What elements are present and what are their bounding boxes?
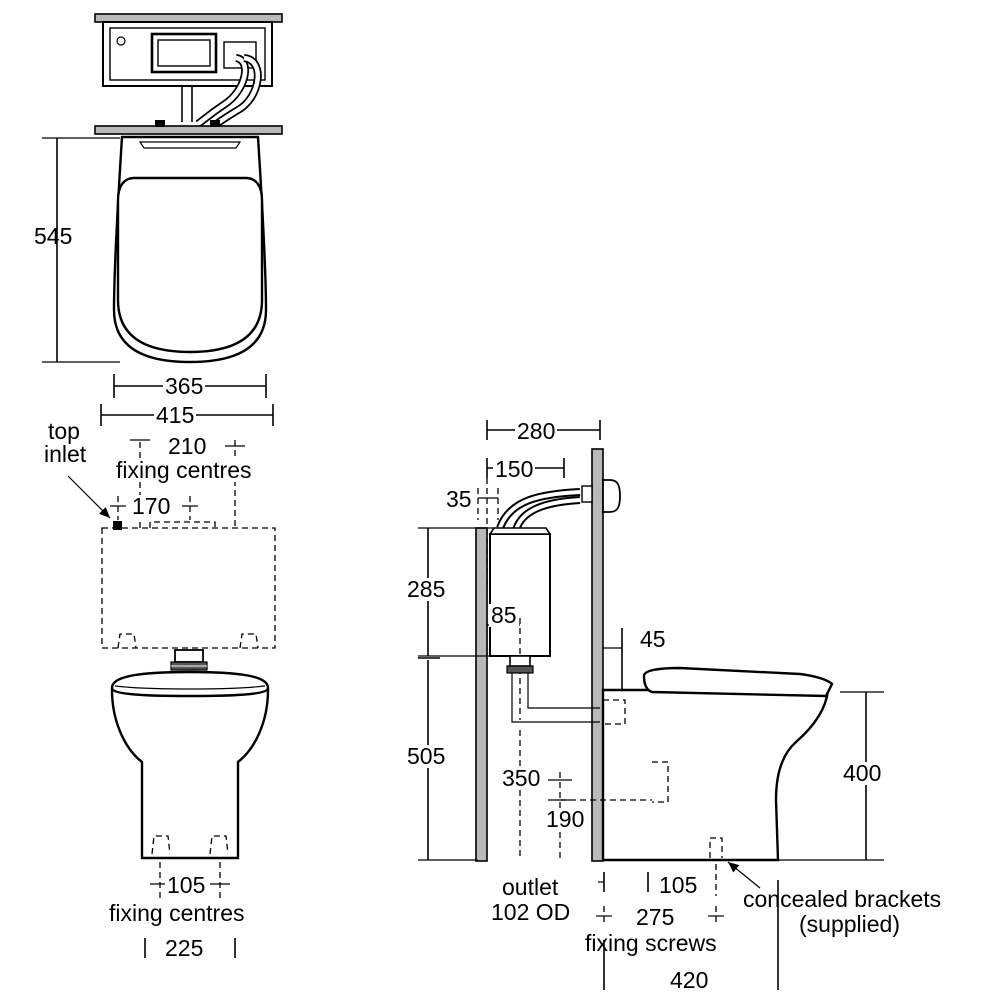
label-fixing-centres-top: fixing centres xyxy=(114,457,254,483)
cistern-side xyxy=(489,533,551,657)
dim-fixing-210: 210 xyxy=(166,433,209,459)
side-view xyxy=(418,420,884,990)
label-fixing-screws: fixing screws xyxy=(585,930,717,956)
label-outlet-line2: 102 OD xyxy=(491,899,571,925)
dim-height-285: 285 xyxy=(405,576,448,602)
dim-depth-150: 150 xyxy=(493,456,536,482)
label-supplied: (supplied) xyxy=(799,911,900,937)
dim-height-400: 400 xyxy=(841,760,884,786)
frame-wall-front xyxy=(591,448,604,862)
dim-fixing-275: 275 xyxy=(634,904,677,930)
plan-wall-bottom xyxy=(94,125,283,135)
dim-depth-85: 85 xyxy=(489,602,519,628)
dim-width-225: 225 xyxy=(163,935,206,961)
label-top-inlet-line1: top xyxy=(48,418,80,444)
dim-depth-45: 45 xyxy=(640,626,666,652)
dim-depth-420: 420 xyxy=(668,967,711,993)
dim-height-190: 190 xyxy=(544,806,587,832)
plan-view xyxy=(42,13,283,426)
dim-fixing-105-front: 105 xyxy=(165,872,208,898)
label-outlet-line1: outlet xyxy=(502,874,559,900)
dim-depth-280: 280 xyxy=(515,418,558,444)
dim-height-545: 545 xyxy=(34,223,73,249)
plan-wall-top xyxy=(94,13,283,23)
toilet-seat-front xyxy=(110,670,270,698)
dim-fixing-170: 170 xyxy=(130,493,173,519)
dim-height-350: 350 xyxy=(500,765,543,791)
toilet-pan-front xyxy=(110,688,270,860)
toilet-seat-lid xyxy=(116,176,264,354)
frame-wall-rear xyxy=(475,527,488,862)
toilet-pan-side xyxy=(601,688,830,862)
dim-width-365: 365 xyxy=(163,373,206,399)
dim-width-415: 415 xyxy=(154,402,197,428)
label-top-inlet-line2: inlet xyxy=(44,441,87,467)
concealed-cistern-outline xyxy=(101,527,276,649)
front-view xyxy=(67,439,276,958)
toilet-seat-side xyxy=(642,666,834,698)
dim-fixing-105-side: 105 xyxy=(657,872,700,898)
top-inlet-marker xyxy=(113,521,122,530)
dim-depth-35: 35 xyxy=(446,486,472,512)
label-fixing-centres-bottom: fixing centres xyxy=(109,900,245,926)
label-concealed-brackets: concealed brackets xyxy=(743,886,942,912)
dim-height-505: 505 xyxy=(405,743,448,769)
